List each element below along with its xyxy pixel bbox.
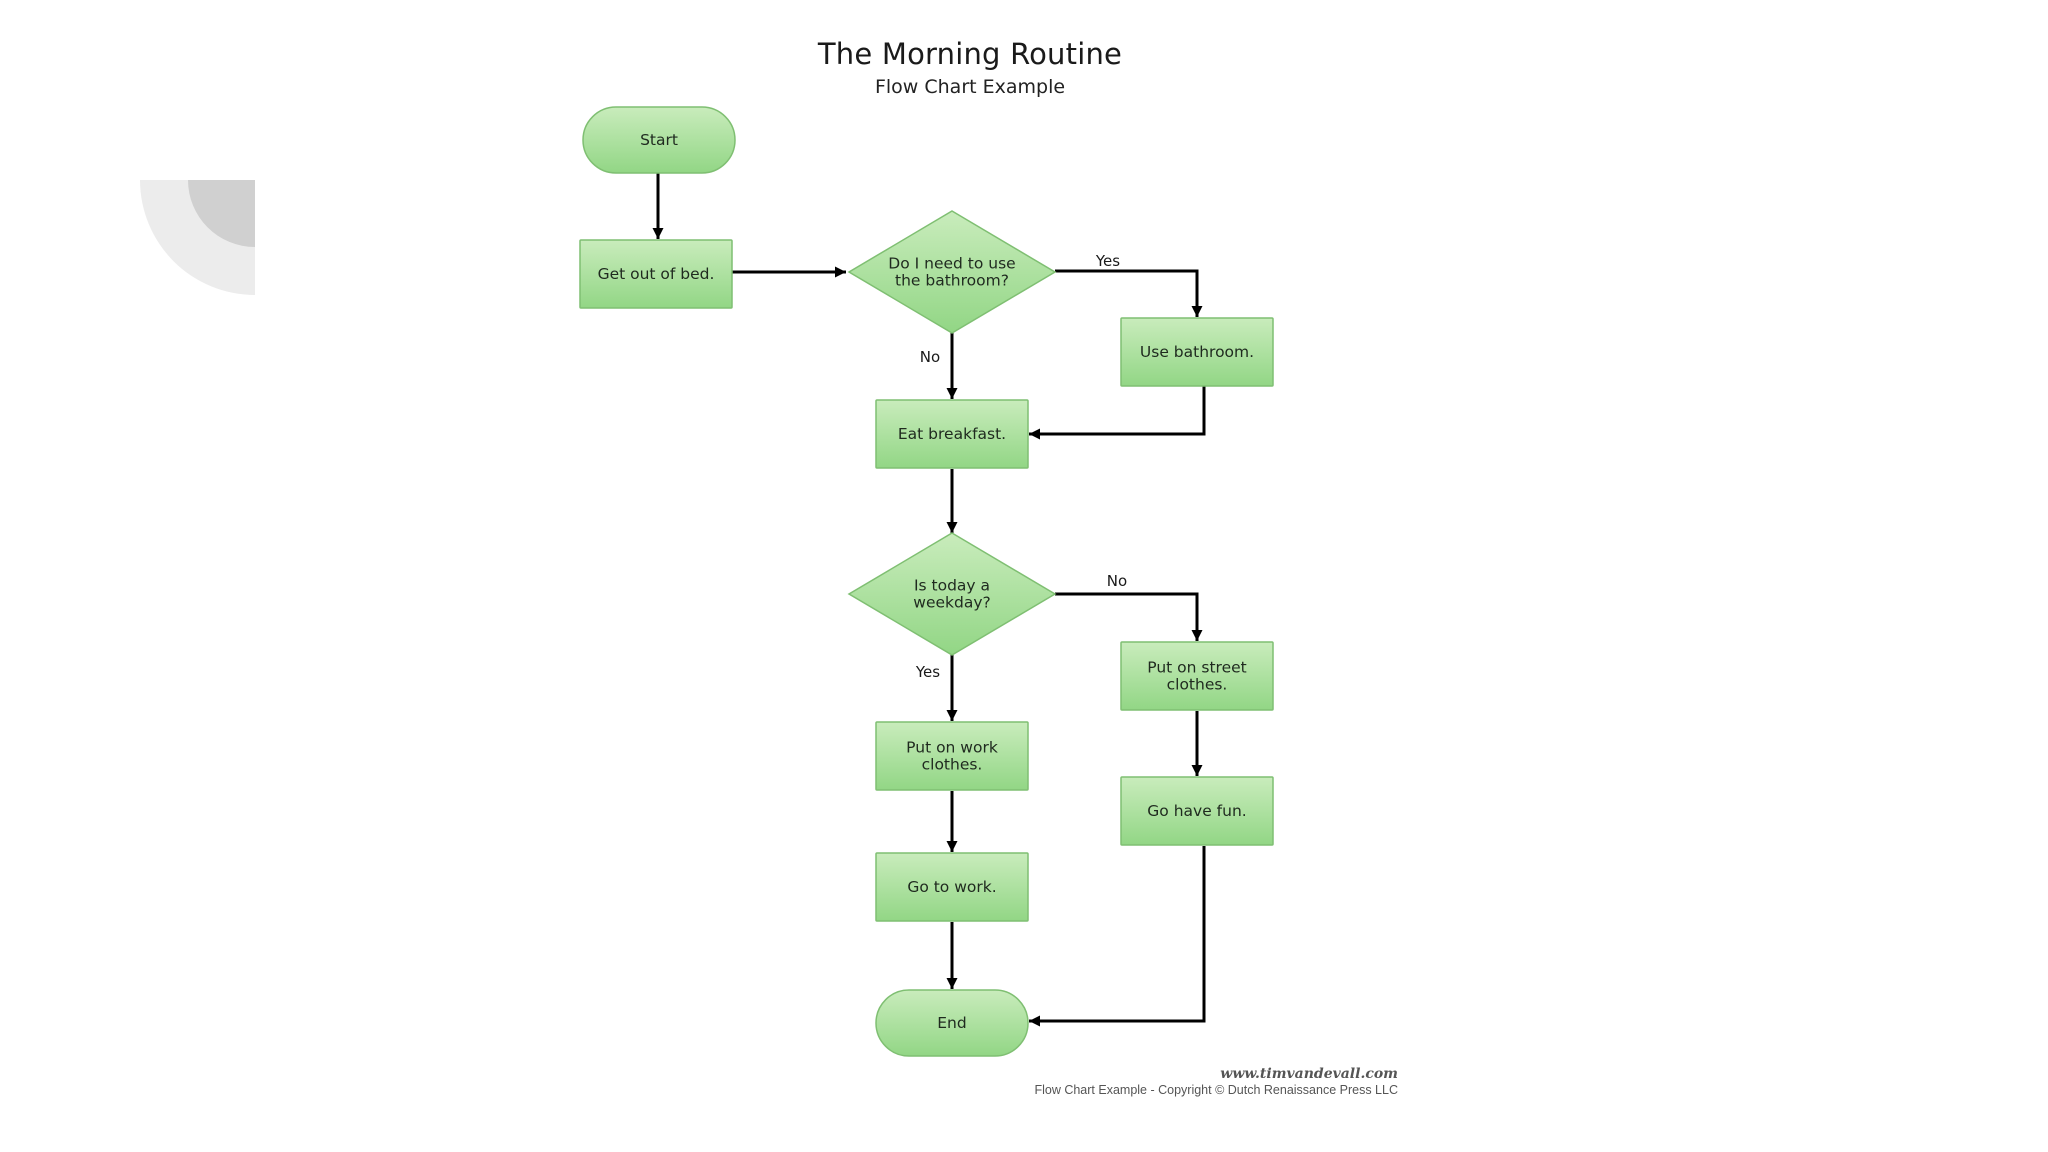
- node-get-out-of-bed: Get out of bed.: [579, 239, 733, 309]
- flow-arrow-fun-to-end: [1029, 846, 1206, 1027]
- edge-label-bathroom-q-no: No: [920, 348, 940, 366]
- node-label: End: [937, 1014, 966, 1032]
- node-shape-process: [875, 852, 1029, 922]
- node-label: Use bathroom.: [1140, 343, 1254, 361]
- node-shape-decision: [847, 210, 1057, 334]
- node-label: Go to work.: [907, 878, 996, 896]
- node-end: End: [875, 989, 1029, 1057]
- page-subtitle: Flow Chart Example: [874, 76, 1066, 98]
- node-label: Is today a: [914, 577, 990, 595]
- decorative-arc-shape: [140, 180, 255, 295]
- edge-label-weekday-q-yes: Yes: [915, 663, 940, 681]
- node-label: the bathroom?: [895, 272, 1009, 290]
- node-have-fun: Go have fun.: [1120, 776, 1274, 846]
- node-label: Start: [640, 131, 678, 149]
- edge-label-bathroom-q-yes: Yes: [1095, 252, 1120, 270]
- node-label: clothes.: [1167, 676, 1228, 694]
- footer-copyright: Flow Chart Example - Copyright © Dutch R…: [1034, 1083, 1398, 1097]
- chart-heading: The Morning Routine Flow Chart Example: [720, 34, 1220, 100]
- node-shape-process: [1120, 317, 1274, 387]
- node-shape-decision: [847, 532, 1057, 656]
- node-shape-process: [1120, 641, 1274, 711]
- node-label: Eat breakfast.: [898, 425, 1006, 443]
- flow-arrow-bathroom-q-yes: [1055, 269, 1203, 317]
- node-label: Go have fun.: [1147, 802, 1246, 820]
- node-shape-terminal: [875, 989, 1029, 1057]
- flow-arrow-bathroom-to-breakfast: [1029, 386, 1206, 440]
- node-label: weekday?: [913, 594, 990, 612]
- node-shape-process: [1120, 776, 1274, 846]
- node-label: clothes.: [922, 756, 983, 774]
- node-label: Put on work: [906, 739, 998, 757]
- edge-label-weekday-q-no: No: [1107, 572, 1127, 590]
- node-shape-process: [579, 239, 733, 309]
- node-label: Put on street: [1147, 659, 1246, 677]
- flow-arrow-weekday-q-no: [1055, 592, 1203, 641]
- node-use-bathroom: Use bathroom.: [1120, 317, 1274, 387]
- node-eat-breakfast: Eat breakfast.: [875, 399, 1029, 469]
- node-shape-process: [875, 721, 1029, 791]
- node-shape-process: [875, 399, 1029, 469]
- node-shape-terminal: [582, 106, 736, 174]
- footer-url: www.timvandevall.com: [1220, 1066, 1398, 1082]
- node-label: Get out of bed.: [598, 265, 715, 283]
- node-start: Start: [582, 106, 736, 174]
- node-go-to-work: Go to work.: [875, 852, 1029, 922]
- node-label: Do I need to use: [888, 255, 1015, 273]
- page-title: The Morning Routine: [817, 37, 1123, 71]
